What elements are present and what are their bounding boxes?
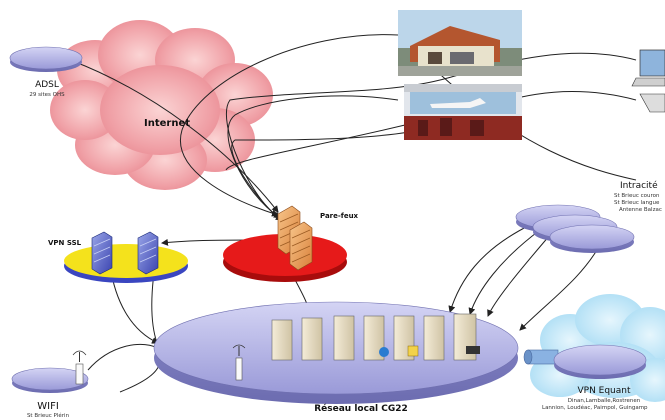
firewall-icon [277,205,313,271]
wifi-node [11,350,89,393]
intracite-line-3: Antenne Balzac [619,207,662,213]
intracite-line-2: St Brieuc langue [614,200,660,206]
intracite-line-1: St Brieuc couron [614,193,660,199]
intracite-node [515,204,635,253]
lan-title: Réseau local CG22 [314,404,408,414]
internet-title: Internet [144,118,191,129]
server-rack-icon [271,313,480,361]
tunnel-pipe-icon [523,349,559,365]
intracite-title: Intracité [620,181,658,191]
vpn-firewall-icon [91,231,159,275]
laptop-icon [631,49,665,113]
vpn-ssl-node [64,231,188,283]
vpn-equant-line-2: Lannion, Loudéac, Paimpol, Guingamp [542,405,648,411]
adsl-subtitle: 29 sites OHS [29,92,65,98]
wifi-subtitle: St Brieuc Plérin [26,413,70,419]
photo-airport-icon [404,84,522,140]
adsl-title: ADSL [35,80,59,90]
vpn-equant-title: VPN Equant [577,386,631,396]
antenna-icon [72,350,87,385]
wifi-title: WIFI [37,401,59,412]
vpn-equant-cloud [530,294,665,402]
internet-cloud [50,20,273,190]
adsl-node [9,46,83,72]
antenna-icon [232,344,246,381]
lan-node [153,301,519,404]
vpn-equant-node [523,344,647,379]
vpn-equant-line-1: Dinan,Lamballe,Rostrenen [567,398,641,404]
firewall-title: Pare-feux [320,212,359,220]
photo-building-icon [398,10,522,76]
vpn-ssl-title: VPN SSL [48,239,82,247]
firewall-node [223,205,347,282]
